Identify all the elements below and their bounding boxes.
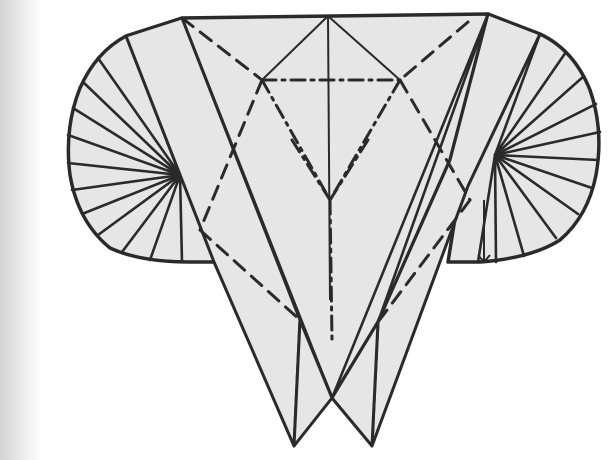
trunk-center-fold (330, 200, 332, 340)
